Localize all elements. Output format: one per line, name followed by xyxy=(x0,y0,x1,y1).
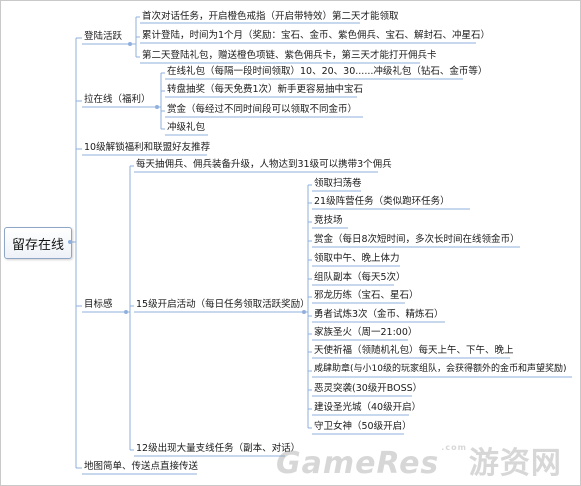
root-node: 留存在线 xyxy=(4,227,72,259)
branch-unlock[interactable]: 10级解锁福利和联盟好友推荐 xyxy=(84,142,211,153)
activity-item[interactable]: 恶灵突袭(30级开BOSS） xyxy=(314,383,423,394)
branch-goal[interactable]: 目标感 xyxy=(84,299,113,310)
activity-item[interactable]: 邪龙历练（宝石、星石） xyxy=(314,290,419,301)
pull-item[interactable]: 赏金（每经过不同时间段可以领取不同金币） xyxy=(167,104,358,115)
pull-item[interactable]: 在线礼包（每隔一段时间领取）10、20、30......冲级礼包（钻石、金币等） xyxy=(167,66,488,77)
watermark-main: GameRes xyxy=(276,446,440,481)
goal-item[interactable]: 12级出现大量支线任务（副本、对话） xyxy=(136,443,301,454)
root-label: 留存在线 xyxy=(11,237,64,253)
collapse-handle[interactable] xyxy=(124,310,128,314)
login-item[interactable]: 首次对话任务，开启橙色戒指（开启带特效）第二天才能领取 xyxy=(142,11,399,22)
goal-item[interactable]: 每天抽佣兵、佣兵装备升级，人物达到31级可以携带3个佣兵 xyxy=(136,159,392,170)
branch-pull-online[interactable]: 拉在线（福利） xyxy=(84,94,151,105)
branch-login[interactable]: 登陆活跃 xyxy=(84,31,123,42)
watermark-small: .com xyxy=(441,443,467,452)
goal-item-activities[interactable]: 15级开启活动（每日任务领取活跃奖励） xyxy=(136,299,310,310)
login-item[interactable]: 第二天登陆礼包，赠送橙色项链、紫色佣兵卡，第三天才能打开佣兵卡 xyxy=(142,50,437,61)
activity-item[interactable]: 21级阵营任务（类似跑环任务） xyxy=(314,196,450,207)
branch-map[interactable]: 地图简单、传送点直接传送 xyxy=(84,461,199,472)
activity-item[interactable]: 家族圣火（周一21:00） xyxy=(314,327,418,338)
activity-item[interactable]: 领取扫荡卷 xyxy=(314,178,362,189)
watermark-sub: 游资网 xyxy=(468,446,562,481)
activity-item[interactable]: 天使祈福（领随机礼包）每天上午、下午、晚上 xyxy=(314,345,514,356)
activity-item[interactable]: 领取中午、晚上体力 xyxy=(314,253,400,264)
activity-item[interactable]: 勇者试炼3次（金币、精炼石） xyxy=(314,309,444,320)
activity-item[interactable]: 守卫女神（50级开启） xyxy=(314,421,412,432)
activity-item[interactable]: 咸肆助章(与小10级的玩家组队，会获得额外的金币和声望奖励) xyxy=(314,364,567,374)
collapse-handle[interactable] xyxy=(128,42,132,46)
collapse-handle[interactable] xyxy=(302,310,306,314)
collapse-handle[interactable] xyxy=(68,240,72,244)
pull-item[interactable]: 转盘抽奖（每天免费1次）新手更容易抽中宝石 xyxy=(167,84,364,95)
watermark: GameRes.com游资网 xyxy=(276,438,562,482)
activity-item[interactable]: 竞技场 xyxy=(314,215,343,226)
login-item[interactable]: 累计登陆，时间为1个月（奖励：宝石、金币、紫色佣兵、宝石、解封石、冲星石） xyxy=(142,30,491,41)
activity-item[interactable]: 组队副本（每天5次） xyxy=(314,272,406,283)
collapse-handle[interactable] xyxy=(155,105,159,109)
activity-item[interactable]: 建设圣光城（40级开启） xyxy=(314,402,422,413)
activity-item[interactable]: 赏金（每日8次短时间，多次长时间在线领金币） xyxy=(314,234,520,245)
pull-item[interactable]: 冲级礼包 xyxy=(167,122,206,133)
